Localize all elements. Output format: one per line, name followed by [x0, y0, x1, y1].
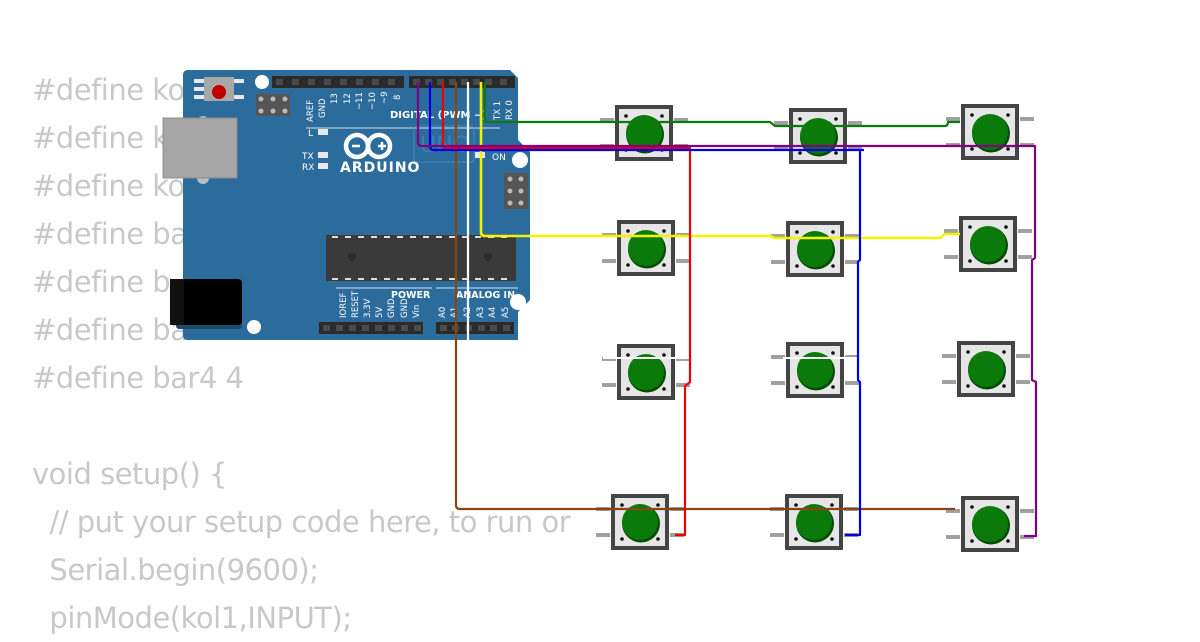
svg-text:ON: ON — [492, 153, 506, 163]
mounting-hole — [255, 75, 269, 89]
analog-header — [436, 322, 514, 334]
keypad-button-r3c3[interactable] — [942, 341, 1030, 397]
code-line: pinMode(kol1,INPUT); — [32, 601, 352, 635]
keypad-button-r2c2[interactable] — [771, 221, 859, 277]
digital-header-left — [272, 76, 404, 88]
svg-text:A4: A4 — [488, 307, 498, 318]
code-line: // put your setup code here, to run or — [32, 505, 571, 539]
arduino-uno-board[interactable]: AREF GND 13 12 ~11 ~10 ~9 8 TX 1 RX 0 DI… — [162, 70, 530, 340]
pin-label: RX 0 — [505, 100, 515, 120]
wire-purple[interactable] — [416, 82, 1038, 538]
svg-text:GND: GND — [387, 298, 397, 318]
keypad-buttons — [596, 104, 1034, 552]
pin-label: TX 1 — [493, 101, 503, 121]
pin-label: 13 — [330, 93, 340, 104]
keypad-button-r2c1[interactable] — [602, 220, 690, 276]
icsp-header — [256, 94, 290, 116]
svg-text:L: L — [308, 129, 313, 139]
keypad-button-r4c1[interactable] — [596, 494, 684, 550]
keypad-button-r4c3[interactable] — [946, 496, 1034, 552]
brand-label: ARDUINO — [340, 160, 420, 176]
mounting-hole — [247, 320, 261, 334]
mounting-hole — [512, 152, 528, 168]
pin-label: ~10 — [368, 92, 378, 110]
code-line: #define bar4 4 — [32, 361, 244, 395]
code-line: #define b — [32, 265, 171, 299]
power-jack — [170, 279, 242, 329]
svg-text:TX: TX — [301, 152, 314, 162]
code-line: void setup() { — [32, 457, 228, 491]
analog-label: ANALOG IN — [456, 290, 515, 301]
pin-label: AREF — [306, 100, 316, 122]
svg-text:RESET: RESET — [351, 290, 361, 318]
svg-text:3.3V: 3.3V — [363, 298, 373, 318]
code-line: Serial.begin(9600); — [32, 553, 319, 587]
pin-label: ~11 — [355, 92, 365, 110]
keypad-button-r1c3[interactable] — [946, 104, 1034, 160]
svg-text:5V: 5V — [375, 307, 385, 318]
keypad-button-r1c2[interactable] — [774, 108, 862, 164]
code-editor-background: #define ko#define k#define ko#define ba#… — [32, 66, 571, 642]
reset-button[interactable] — [194, 77, 244, 101]
code-line: #define ko — [32, 169, 185, 203]
header-pin-labels: AREF GND 13 12 ~11 ~10 ~9 8 TX 1 RX 0 — [306, 91, 515, 122]
code-line: #define ko — [32, 73, 185, 107]
pin-label: 8 — [393, 95, 403, 100]
wire-green[interactable] — [483, 82, 960, 128]
svg-text:A5: A5 — [501, 307, 511, 318]
pin-label: ~9 — [380, 91, 390, 104]
pin-label: GND — [318, 98, 328, 118]
keypad-button-r4c2[interactable] — [770, 494, 858, 550]
svg-text:A3: A3 — [476, 307, 486, 318]
wires — [416, 82, 1038, 538]
svg-text:IOREF: IOREF — [339, 293, 349, 318]
icsp-header-2 — [504, 173, 528, 209]
keypad-button-r3c2[interactable] — [771, 342, 859, 398]
wire-yellow[interactable] — [479, 82, 960, 240]
svg-text:Vin: Vin — [412, 305, 422, 318]
wire-brown[interactable] — [454, 82, 955, 511]
keypad-button-r1c1[interactable] — [600, 105, 688, 161]
atmega-chip — [326, 235, 516, 281]
keypad-button-r3c1[interactable] — [602, 344, 690, 400]
keypad-button-r2c3[interactable] — [944, 216, 1032, 272]
digital-header-right — [409, 76, 515, 88]
svg-text:RX: RX — [302, 163, 314, 173]
code-line: #define ba — [32, 217, 188, 251]
pin-label: 12 — [343, 93, 353, 104]
svg-text:A0: A0 — [438, 307, 448, 318]
usb-port — [162, 116, 238, 184]
power-label: POWER — [391, 290, 431, 301]
svg-text:GND: GND — [400, 298, 410, 318]
mounting-hole — [510, 294, 526, 310]
digital-label: DIGITAL (PWM ~) — [390, 110, 487, 121]
power-header — [319, 322, 423, 334]
